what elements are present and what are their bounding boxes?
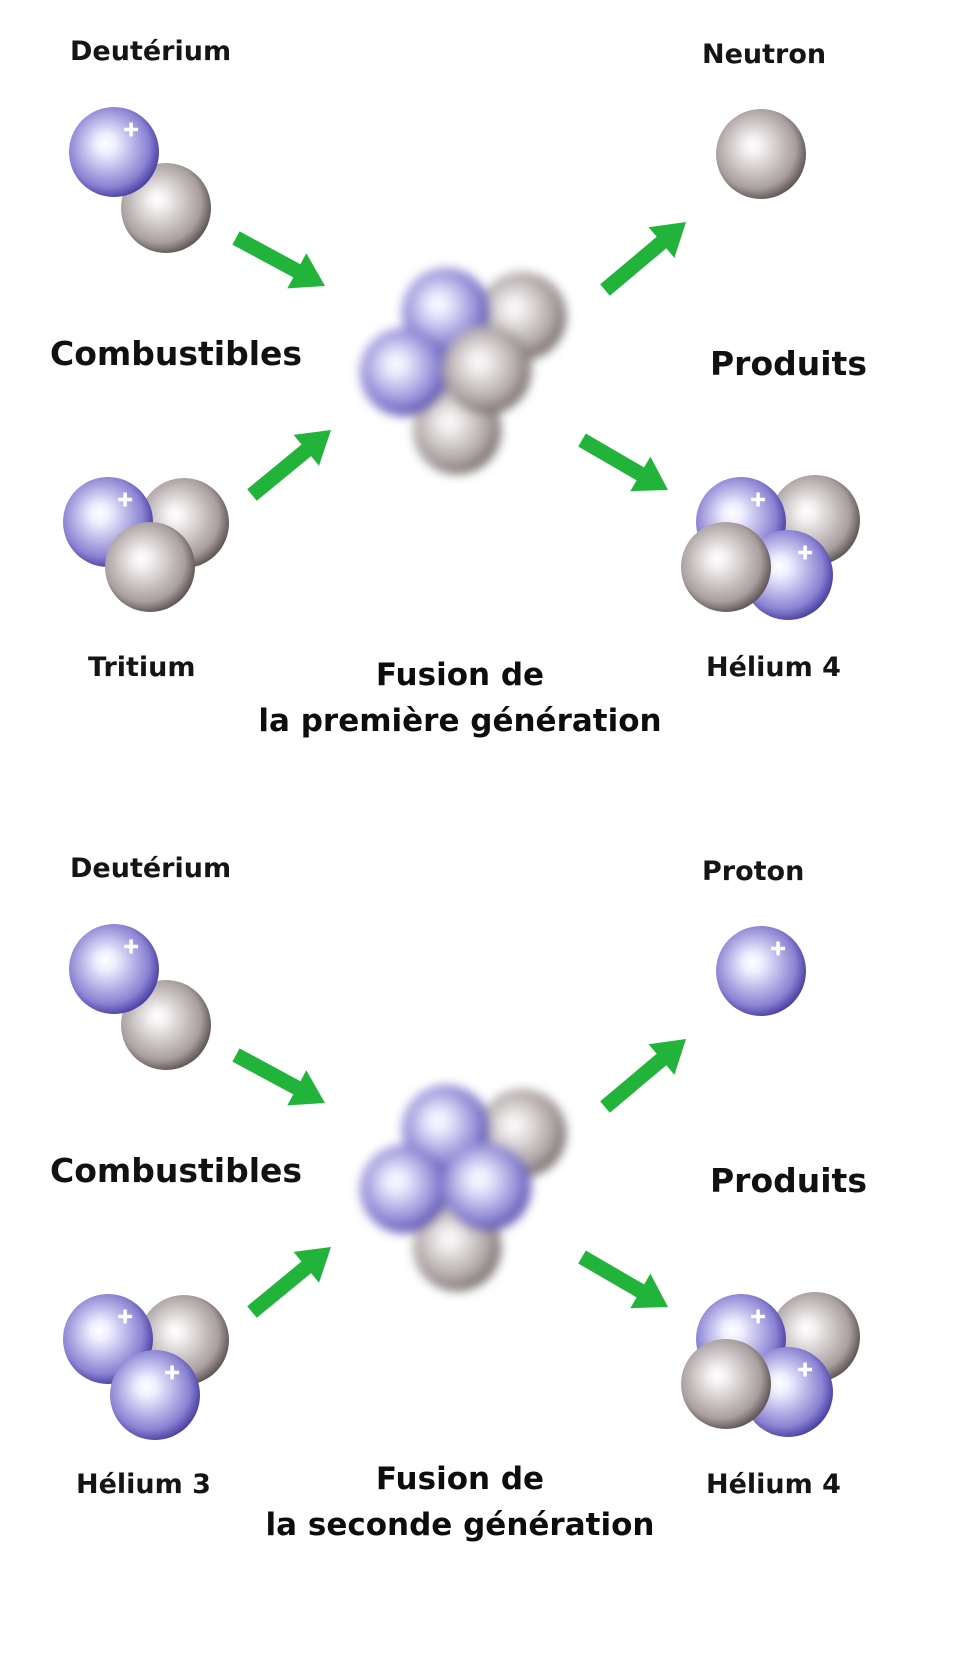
label-deuterium-gen2: Deutérium (70, 853, 232, 884)
arrow-reactant-bottom-gen2 (247, 1247, 331, 1318)
plus-sign-icon (118, 1309, 133, 1324)
plus-sign-icon (751, 492, 766, 507)
label-products-gen1: Produits (710, 344, 867, 383)
cluster-center-gen1 (443, 326, 531, 414)
neutron-product (716, 109, 806, 199)
label-fuels-gen1: Combustibles (50, 334, 303, 373)
deuterium-proton-gen1 (69, 107, 159, 197)
label-helium4-gen2: Hélium 4 (706, 1469, 841, 1500)
plus-sign-icon (798, 1362, 813, 1377)
deuterium-proton-gen2 (69, 924, 159, 1014)
label-deuterium-gen1: Deutérium (70, 36, 232, 67)
title-gen1-line2: la première génération (258, 703, 662, 739)
helium3-proton-b (110, 1350, 200, 1440)
label-helium3: Hélium 3 (76, 1469, 211, 1500)
arrow-reactant-top-gen2 (232, 1048, 325, 1106)
title-gen2-line1: Fusion de (375, 1461, 545, 1497)
plus-sign-icon (165, 1365, 180, 1380)
arrow-reactant-bottom-gen1 (247, 430, 331, 501)
plus-sign-icon (771, 941, 786, 956)
arrow-product-top-gen2 (600, 1039, 686, 1113)
plus-sign-icon (124, 122, 139, 137)
plus-sign-icon (124, 939, 139, 954)
tritium-neutron-b (105, 522, 195, 612)
proton-product (716, 926, 806, 1016)
arrow-product-bottom-gen1 (578, 433, 668, 492)
plus-sign-icon (798, 545, 813, 560)
fusion-cluster-gen2 (360, 1085, 566, 1291)
label-helium4-gen1: Hélium 4 (706, 652, 841, 683)
helium4-neutron-b-gen1 (681, 522, 771, 612)
title-gen2: Fusion de la seconde génération (205, 1456, 715, 1548)
label-products-gen2: Produits (710, 1161, 867, 1200)
helium4-neutron-b-gen2 (681, 1339, 771, 1429)
plus-sign-icon (118, 492, 133, 507)
label-proton: Proton (702, 856, 805, 887)
title-gen1: Fusion de la première génération (205, 652, 715, 744)
label-fuels-gen2: Combustibles (50, 1151, 303, 1190)
cluster-proton-b-gen2 (360, 1145, 448, 1233)
arrow-reactant-top-gen1 (232, 231, 325, 289)
cluster-center-gen2 (443, 1143, 531, 1231)
label-tritium: Tritium (88, 652, 196, 683)
title-gen1-line1: Fusion de (375, 657, 545, 693)
cluster-proton-b-gen1 (360, 328, 448, 416)
arrow-product-top-gen1 (600, 222, 686, 296)
plus-sign-icon (751, 1309, 766, 1324)
title-gen2-line2: la seconde génération (265, 1507, 655, 1543)
fusion-cluster-gen1 (360, 268, 566, 474)
arrow-product-bottom-gen2 (578, 1250, 668, 1309)
label-neutron: Neutron (702, 39, 827, 70)
